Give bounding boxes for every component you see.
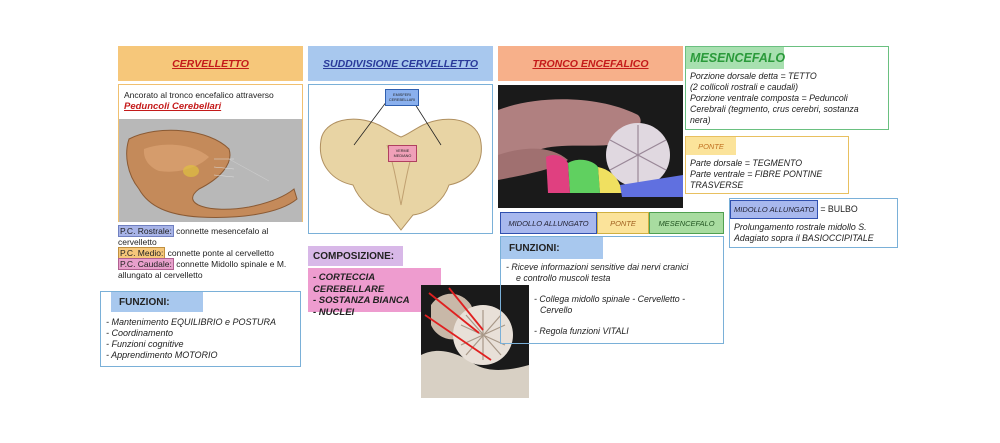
list-item: - Coordinamento [106, 328, 174, 338]
midollo-header: MIDOLLO ALLUNGATO = BULBO [730, 199, 858, 219]
list-item: - NUCLEI [313, 306, 355, 318]
mesencefalo-title-box: MESENCEFALO [686, 47, 786, 69]
composizione-label: COMPOSIZIONE: [308, 246, 403, 266]
composizione-box: - CORTECCIA CEREBELLARE - SOSTANZA BIANC… [308, 268, 441, 318]
composizione-list: - CORTECCIA CEREBELLARE - SOSTANZA BIANC… [308, 268, 441, 318]
suddivisione-image-box: EMISFERI CEREBELLARI VERME MEDIANO [308, 84, 493, 234]
list-item: - Regola funzioni VITALI [534, 326, 629, 336]
list-item: - CORTECCIA CEREBELLARE [313, 272, 385, 295]
cerebellum-section-image [421, 285, 529, 398]
list-item: e controllo muscoli testa [516, 273, 611, 283]
mesencefalo-box: MESENCEFALO Porzione dorsale detta = TET… [685, 46, 889, 130]
midollo-tag: MIDOLLO ALLUNGATO [730, 199, 819, 219]
list-item: - Collega midollo spinale - Cervelletto … [534, 294, 686, 304]
ponte-title: PONTE [698, 141, 724, 151]
tronco-title: TRONCO ENCEFALICO [532, 57, 649, 70]
peduncle-rostrale: P.C. Rostrale: connette mesencefalo al c… [118, 225, 269, 247]
midollo-box: MIDOLLO ALLUNGATO = BULBO Prolungamento … [729, 198, 898, 248]
list-item: Cervello [540, 305, 573, 315]
tronco-tags: MIDOLLO ALLUNGATO PONTE MESENCEFALO [500, 212, 724, 234]
peduncle-caudale: P.C. Caudale: connette Midollo spinale e… [118, 258, 287, 280]
peduncle-medio: P.C. Medio: connette ponte al cervellett… [118, 247, 274, 259]
list-item: - Funzioni cognitive [106, 339, 184, 349]
cervelletto-intro-box: Ancorato al tronco encefalico attraverso… [118, 84, 303, 222]
emisferi-label: EMISFERI CEREBELLARI [385, 89, 419, 106]
cervelletto-header: CERVELLETTO [118, 46, 303, 81]
tag-midollo-allungato: MIDOLLO ALLUNGATO [500, 212, 597, 234]
peduncle-caudale-tag: P.C. Caudale: [118, 258, 174, 270]
list-item: - Apprendimento MOTORIO [106, 350, 218, 360]
tronco-funzioni-list: - Riceve informazioni sensitive dai nerv… [506, 262, 721, 337]
ponte-title-box: PONTE [686, 137, 736, 155]
verme-label: VERME MEDIANO [388, 145, 417, 162]
tronco-header: TRONCO ENCEFALICO [498, 46, 683, 81]
mesencefalo-title: MESENCEFALO [690, 51, 786, 65]
tronco-funzioni-box: FUNZIONI: - Riceve informazioni sensitiv… [500, 236, 724, 344]
tag-ponte: PONTE [597, 212, 649, 234]
peduncle-rostrale-tag: P.C. Rostrale: [118, 225, 174, 237]
tronco-funzioni-label: FUNZIONI: [501, 237, 603, 259]
peduncles-list: P.C. Rostrale: connette mesencefalo al c… [118, 225, 303, 281]
list-item: - Mantenimento EQUILIBRIO e POSTURA [106, 317, 277, 327]
list-item: - Riceve informazioni sensitive dai nerv… [506, 262, 689, 272]
brainstem-sagittal-image [498, 85, 683, 208]
suddivisione-header: SUDDIVISIONE CERVELLETTO [308, 46, 493, 81]
list-item: - SOSTANZA BIANCA [313, 295, 410, 306]
cervelletto-funzioni-box: FUNZIONI: - Mantenimento EQUILIBRIO e PO… [100, 291, 301, 367]
cerebellum-image [309, 85, 492, 233]
ponte-text: Parte dorsale = TEGMENTO Parte ventrale … [690, 158, 823, 190]
cervelletto-funzioni-list: - Mantenimento EQUILIBRIO e POSTURA - Co… [106, 317, 276, 361]
cervelletto-funzioni-label: FUNZIONI: [111, 292, 203, 312]
cervelletto-intro: Ancorato al tronco encefalico attraverso… [124, 90, 274, 112]
ponte-box: PONTE Parte dorsale = TEGMENTO Parte ven… [685, 136, 849, 194]
peduncoli-cerebellari: Peduncoli Cerebellari [124, 101, 222, 112]
brainstem-side-image [119, 119, 302, 222]
mesencefalo-text: Porzione dorsale detta = TETTO (2 collic… [690, 71, 859, 125]
tag-mesencefalo: MESENCEFALO [649, 212, 724, 234]
peduncle-medio-tag: P.C. Medio: [118, 247, 166, 259]
midollo-tag-suffix: = BULBO [820, 204, 858, 214]
suddivisione-title: SUDDIVISIONE CERVELLETTO [323, 57, 478, 70]
midollo-text: Prolungamento rostrale midollo S. Adagia… [734, 222, 874, 243]
cervelletto-title: CERVELLETTO [172, 57, 249, 70]
